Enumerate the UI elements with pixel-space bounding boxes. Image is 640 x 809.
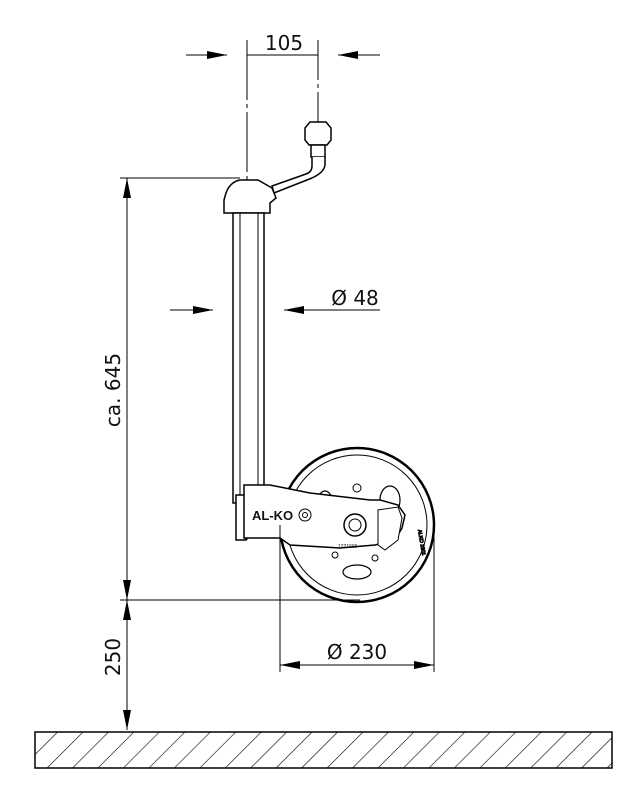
dimension-label-105: 105	[265, 31, 303, 55]
dimension-label-250: 250	[101, 638, 125, 676]
extension-lines	[120, 177, 435, 672]
brand-logo: AL-KO	[252, 508, 293, 523]
dimension-label-230: Ø 230	[327, 640, 387, 664]
wheel-bracket: AL-KO 1221699	[243, 484, 406, 551]
tire-text: ALKO 2201	[416, 529, 426, 556]
part-number: 1221699	[338, 544, 358, 550]
dimension-ground-clearance: 250	[101, 600, 131, 730]
support-tube	[232, 212, 265, 541]
ground-hatch	[34, 731, 613, 769]
dimension-label-645: ca. 645	[101, 353, 125, 427]
dimension-height: ca. 645	[101, 178, 131, 600]
crank-handle	[223, 121, 332, 214]
dimension-wheel-diameter: Ø 230	[280, 640, 434, 669]
dimension-tube-diameter: Ø 48	[170, 286, 380, 314]
dimension-label-48: Ø 48	[331, 286, 379, 310]
